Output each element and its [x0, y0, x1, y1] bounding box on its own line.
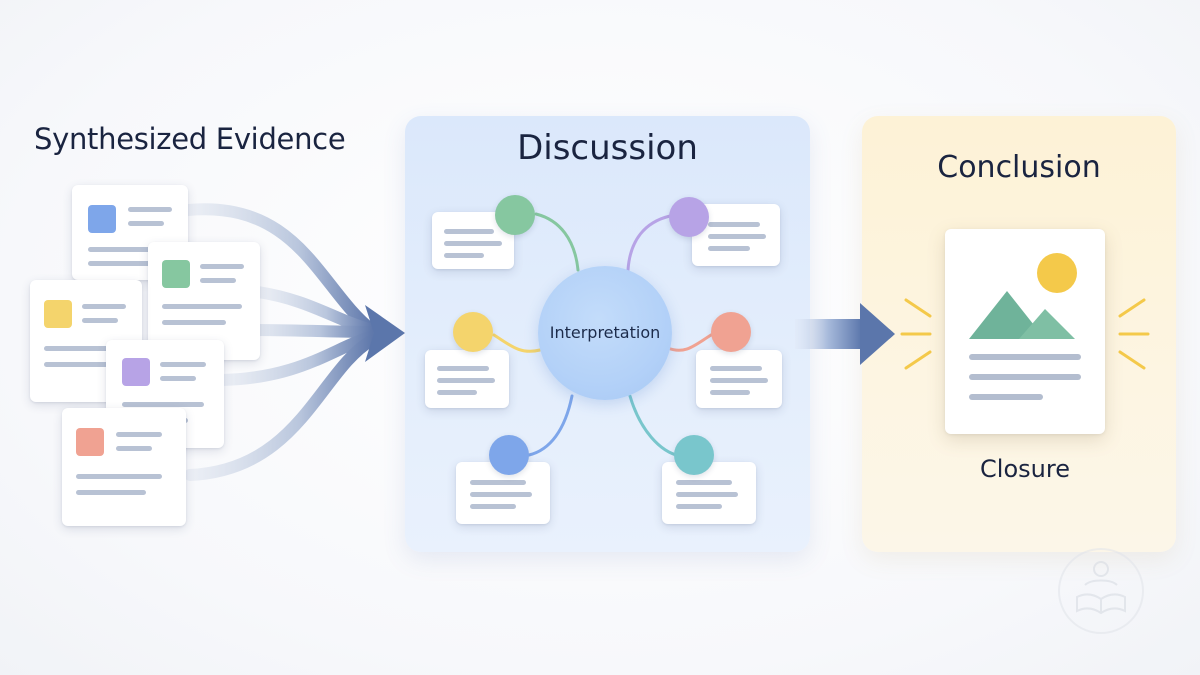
- text-line: [969, 394, 1043, 400]
- connector: [666, 333, 713, 352]
- closure-label: Closure: [980, 455, 1070, 483]
- text-line: [437, 378, 495, 383]
- discussion-note-card: [425, 350, 509, 408]
- logo-book: [1076, 593, 1126, 615]
- landscape-image-icon: [969, 253, 1081, 400]
- text-line: [82, 318, 118, 323]
- text-line: [437, 366, 489, 371]
- text-line: [710, 390, 750, 395]
- color-swatch: [162, 260, 190, 288]
- funnel-stream: [184, 334, 378, 481]
- ray: [904, 298, 932, 318]
- connector: [534, 212, 580, 272]
- text-line: [444, 229, 494, 234]
- text-line: [200, 278, 236, 283]
- ray: [1118, 298, 1146, 318]
- logo-ring: [1058, 548, 1144, 634]
- conclusion-document: [945, 229, 1105, 434]
- discussion-node: [495, 195, 535, 235]
- text-line: [44, 362, 108, 367]
- text-line: [160, 362, 206, 367]
- text-line: [969, 374, 1081, 380]
- text-line: [470, 504, 516, 509]
- open-book-logo-icon: [1058, 548, 1144, 634]
- funnel-stream: [216, 330, 378, 386]
- interpretation-label: Interpretation: [549, 323, 661, 342]
- text-line: [437, 390, 477, 395]
- mountain-icon: [969, 291, 1045, 339]
- text-line: [969, 354, 1081, 360]
- sun-icon: [1037, 253, 1077, 293]
- text-line: [88, 261, 152, 266]
- text-line: [128, 207, 172, 212]
- connector: [527, 394, 574, 457]
- ray: [1118, 350, 1146, 370]
- conclusion-stage-title: Conclusion: [937, 150, 1101, 185]
- text-line: [444, 241, 502, 246]
- text-line: [470, 480, 526, 485]
- text-line: [676, 492, 738, 497]
- text-line: [160, 376, 196, 381]
- text-line: [82, 304, 126, 309]
- text-line: [76, 474, 162, 479]
- text-line: [708, 222, 760, 227]
- discussion-note-card: [662, 462, 756, 524]
- text-line: [200, 264, 244, 269]
- text-line: [76, 490, 146, 495]
- text-line: [470, 492, 532, 497]
- connector: [492, 333, 542, 353]
- highlight-rays-icon: [900, 298, 1150, 370]
- logo-head: [1093, 561, 1109, 577]
- logo-arms: [1084, 579, 1118, 586]
- arrow-head-icon: [860, 303, 895, 365]
- text-line: [128, 221, 164, 226]
- text-line: [88, 247, 168, 252]
- discussion-stage-title: Discussion: [517, 128, 698, 168]
- color-swatch: [122, 358, 150, 386]
- text-line: [710, 378, 768, 383]
- text-line: [162, 304, 242, 309]
- evidence-card: [62, 408, 186, 526]
- text-line: [116, 446, 152, 451]
- discussion-node: [711, 312, 751, 352]
- text-line: [116, 432, 162, 437]
- color-swatch: [88, 205, 116, 233]
- evidence-arrowhead-icon: [365, 305, 405, 362]
- evidence-stage-title: Synthesized Evidence: [34, 122, 346, 156]
- text-line: [676, 504, 722, 509]
- ray: [904, 350, 932, 370]
- text-line: [708, 234, 766, 239]
- discussion-node: [453, 312, 493, 352]
- text-line: [708, 246, 750, 251]
- text-line: [676, 480, 732, 485]
- discussion-node: [674, 435, 714, 475]
- arrow-shaft: [795, 319, 861, 349]
- color-swatch: [76, 428, 104, 456]
- text-line: [710, 366, 762, 371]
- color-swatch: [44, 300, 72, 328]
- evidence-funnel-streams: [182, 203, 378, 481]
- discussion-node: [669, 197, 709, 237]
- connector: [628, 394, 682, 458]
- text-line: [444, 253, 484, 258]
- connector: [626, 214, 672, 272]
- text-line: [162, 320, 226, 325]
- text-line: [122, 402, 204, 407]
- mountain-icon: [1019, 309, 1075, 339]
- interpretation-hub: [538, 266, 672, 400]
- discussion-to-conclusion-arrow: [795, 303, 895, 365]
- discussion-node: [489, 435, 529, 475]
- discussion-note-card: [696, 350, 782, 408]
- funnel-stream: [182, 203, 378, 336]
- text-line: [44, 346, 124, 351]
